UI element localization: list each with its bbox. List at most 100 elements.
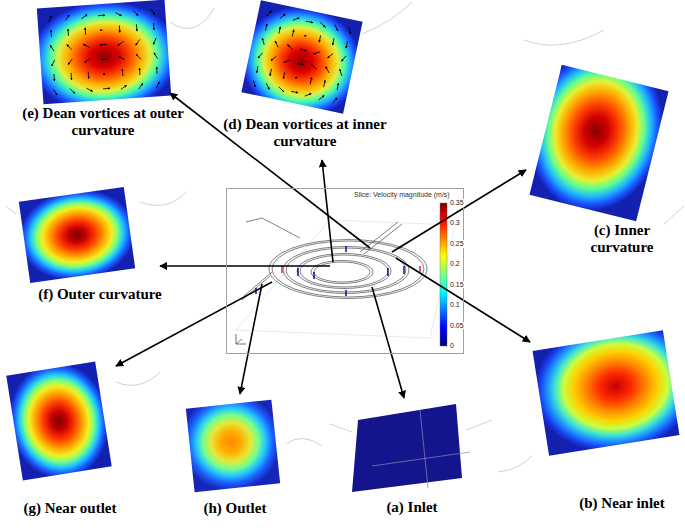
- panel-caption: (g) Near outlet: [5, 500, 135, 517]
- velocity-vector: [265, 24, 266, 31]
- velocity-vector: [267, 10, 272, 17]
- velocity-vector: [261, 38, 266, 45]
- velocity-vector: [320, 22, 327, 27]
- velocity-vector: [83, 44, 89, 48]
- colorbar-tick: 0.15: [449, 281, 465, 289]
- colorbar-tick: 0.1: [449, 301, 461, 309]
- velocity-vector: [319, 35, 320, 42]
- velocity-vector: [334, 25, 339, 31]
- velocity-vector: [68, 29, 69, 36]
- velocity-vector: [292, 30, 293, 37]
- panel-caption: (a) Inlet: [352, 499, 472, 516]
- velocity-panel: (e) Dean vortices at outer curvature: [8, 2, 198, 140]
- velocity-vector: [53, 74, 54, 81]
- velocity-vector: [153, 38, 157, 44]
- velocity-vector: [153, 23, 154, 30]
- velocity-vector: [270, 69, 271, 76]
- velocity-vector: [338, 69, 343, 76]
- velocity-vector: [258, 52, 263, 59]
- velocity-vector: [136, 54, 141, 60]
- velocity-vector: [305, 92, 312, 97]
- velocity-vector: [135, 39, 140, 45]
- velocity-vector: [346, 41, 347, 48]
- panel-caption: (d) Dean vortices at inner curvature: [210, 116, 400, 151]
- velocity-vector: [71, 73, 72, 80]
- velocity-vector: [333, 97, 338, 104]
- velocity-panel: (d) Dean vortices at inner curvature: [210, 2, 400, 151]
- velocity-vector: [284, 59, 291, 64]
- velocity-vector: [337, 83, 338, 90]
- panel-caption: (f) Outer curvature: [5, 286, 195, 303]
- velocity-vector: [100, 44, 107, 45]
- velocity-vector: [280, 13, 285, 19]
- velocity-vector: [283, 72, 284, 79]
- velocity-vector: [279, 27, 280, 34]
- simulation-view: Slice: Velocity magnitude (m/s): [226, 188, 464, 354]
- velocity-vector: [306, 21, 313, 22]
- velocity-vector: [136, 24, 137, 31]
- velocity-vector: [311, 64, 318, 69]
- velocity-vector: [278, 87, 285, 92]
- panel-caption: (e) Dean vortices at outer curvature: [8, 105, 198, 140]
- colorbar-tick: 0.2: [449, 260, 461, 268]
- velocity-vector: [117, 41, 123, 45]
- colorbar-tick: 0.35: [449, 199, 465, 207]
- velocity-vector: [98, 15, 105, 16]
- velocity-vector: [122, 69, 123, 76]
- velocity-vector: [291, 91, 298, 92]
- velocity-vector: [81, 15, 87, 19]
- velocity-vector: [133, 10, 138, 16]
- velocity-vector: [151, 9, 155, 15]
- pointer-arrow: [160, 265, 330, 267]
- velocity-panel: (g) Near outlet: [4, 360, 135, 517]
- velocity-panel: (f) Outer curvature: [5, 188, 195, 303]
- velocity-vector: [257, 66, 258, 73]
- pointer-arrow: [240, 284, 262, 394]
- velocity-vector: [314, 50, 321, 55]
- velocity-vector: [341, 55, 346, 62]
- colorbar-tick: 0.25: [449, 240, 465, 248]
- velocity-vector: [319, 95, 324, 101]
- velocity-vector: [156, 82, 160, 88]
- velocity-vector: [347, 27, 352, 34]
- velocity-panel: (b) Near inlet: [530, 328, 680, 512]
- panel-caption: (b) Near inlet: [564, 495, 680, 512]
- velocity-vector: [300, 49, 307, 50]
- velocity-vector: [293, 17, 300, 22]
- panel-caption: (h) Outlet: [180, 500, 290, 517]
- velocity-vector: [328, 53, 333, 59]
- velocity-vector: [67, 44, 72, 50]
- velocity-vector: [271, 55, 276, 61]
- velocity-vector: [265, 83, 270, 89]
- colorbar-tick: 0.3: [449, 219, 461, 227]
- velocity-vector: [103, 88, 110, 89]
- velocity-vector: [324, 80, 325, 87]
- velocity-vector: [139, 68, 140, 75]
- velocity-vector: [274, 41, 279, 47]
- velocity-vector: [88, 72, 89, 79]
- velocity-panel: (c) Inner curvature: [530, 66, 678, 257]
- velocity-panel: (h) Outlet: [180, 398, 290, 517]
- pointer-arrow: [392, 170, 526, 252]
- panel-caption: (c) Inner curvature: [566, 222, 678, 257]
- velocity-vector: [287, 45, 294, 50]
- velocity-vector: [333, 38, 334, 45]
- velocity-vector: [325, 67, 330, 73]
- velocity-vector: [53, 89, 57, 95]
- velocity-vector: [252, 80, 257, 87]
- pointer-arrow: [396, 258, 530, 342]
- velocity-vector: [65, 15, 70, 21]
- velocity-vector: [119, 25, 120, 32]
- velocity-vector: [310, 77, 311, 84]
- velocity-vector: [138, 83, 143, 89]
- velocity-vector: [115, 12, 121, 16]
- velocity-vector: [101, 59, 108, 60]
- velocity-vector: [50, 45, 54, 51]
- velocity-vector: [156, 67, 157, 74]
- velocity-vector: [297, 63, 304, 64]
- velocity-vector: [51, 60, 55, 66]
- velocity-vector: [84, 58, 90, 62]
- velocity-vector: [121, 85, 127, 89]
